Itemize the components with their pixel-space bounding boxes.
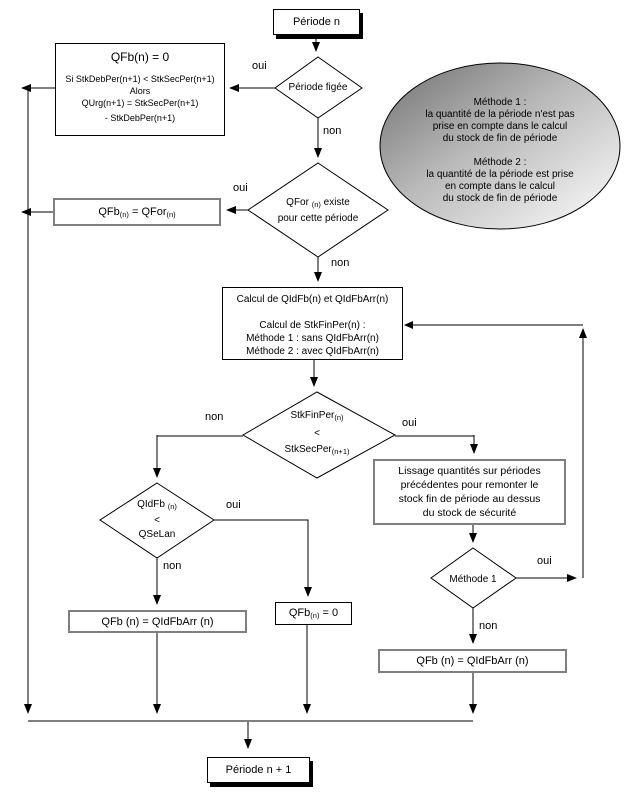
- qidfb-diamond-shape: [99, 482, 215, 559]
- edge-loop-arrowhead: [404, 321, 413, 329]
- label-figee-non: non: [323, 125, 342, 137]
- label-m1-oui: oui: [537, 555, 552, 567]
- right-qfb-box: QFb (n) = QIdFbArr (n): [378, 649, 567, 673]
- calc-line: Calcul de StkFinPer(n) :: [259, 320, 366, 331]
- period-n1-label: Période n + 1: [225, 764, 292, 776]
- lissage-line: stock fin de période au dessus: [398, 493, 541, 505]
- label-qidfb-oui: oui: [226, 499, 241, 511]
- calc-box: Calcul de QIdFb(n) et QIdFbArr(n) Calcul…: [222, 287, 403, 360]
- note-line: prise en compte dans le calcul: [432, 121, 568, 132]
- note-ellipse-shape: [379, 62, 621, 230]
- label-qfor-oui: oui: [233, 182, 248, 194]
- qfor-result-box: QFb(n) = QFor(n): [53, 198, 221, 226]
- qfb-zero-text: QFb(n) = 0: [288, 607, 339, 620]
- lissage-line: du stock de sécurité: [422, 507, 517, 519]
- note-line: en compte dans le calcul: [444, 181, 556, 192]
- note-line: Méthode 1 :: [473, 97, 527, 108]
- connectors: [21, 35, 587, 749]
- note-ellipse: Méthode 1 : la quantité de la période n'…: [385, 97, 615, 205]
- left-qfb-box: QFb (n) = QIdFbArr (n): [68, 610, 247, 633]
- lissage-line: Lissage quantités sur périodes: [398, 465, 541, 477]
- calc-line: Méthode 1 : sans QIdFbArr(n): [246, 333, 379, 344]
- label-qfor-non: non: [331, 257, 350, 269]
- lissage-box: Lissage quantités sur périodes précédent…: [373, 459, 566, 525]
- label-m1-non: non: [479, 620, 498, 632]
- edge-qidfb-oui-to-zero: [214, 519, 312, 597]
- qfor-result-text: QFb(n) = QFor(n): [98, 205, 176, 219]
- label-stk-non: non: [205, 411, 224, 423]
- qfb-urgence-line: QUrg(n+1) = StkSecPer(n+1): [81, 98, 199, 108]
- period-n1-node: Période n + 1: [207, 757, 310, 783]
- calc-line: Méthode 2 : avec QIdFbArr(n): [246, 346, 379, 357]
- note-line: [385, 145, 615, 157]
- qfb-urgence-box: QFb(n) = 0 Si StkDebPer(n+1) < StkSecPer…: [55, 43, 225, 136]
- period-n-node: Période n: [273, 9, 360, 35]
- note-line: du stock de fin de période: [442, 193, 558, 204]
- note-line: la quantité de la période est prise: [426, 169, 574, 180]
- label-qidfb-non: non: [163, 560, 182, 572]
- calc-line: Calcul de QIdFb(n) et QIdFbArr(n): [236, 294, 389, 305]
- period-n-label: Période n: [292, 16, 341, 28]
- note-line: la quantité de la période n'est pas: [425, 109, 575, 120]
- decision-shapes: [99, 56, 517, 609]
- note-line: du stock de fin de période: [442, 133, 558, 144]
- note-line: Méthode 2 :: [473, 157, 527, 168]
- qfb-urgence-title: QFb(n) = 0: [110, 50, 170, 64]
- methode1-diamond-shape: [430, 547, 517, 609]
- qfb-zero-box: QFb(n) = 0: [275, 602, 352, 625]
- right-qfb-label: QFb (n) = QIdFbArr (n): [416, 655, 529, 667]
- stkfinper-diamond-shape: [242, 391, 397, 479]
- left-qfb-label: QFb (n) = QIdFbArr (n): [101, 615, 214, 628]
- label-figee-oui: oui: [252, 60, 267, 72]
- qfor-diamond-shape: [247, 162, 389, 258]
- label-stk-oui: oui: [402, 417, 417, 429]
- lissage-line: précédentes pour remonter le: [400, 479, 539, 491]
- qfb-urgence-line: - StkDebPer(n+1): [104, 113, 176, 123]
- qfb-urgence-line: Si StkDebPer(n+1) < StkSecPer(n+1): [65, 74, 215, 84]
- period-figee-diamond-shape: [274, 56, 363, 119]
- qfb-urgence-line: Alors: [129, 86, 151, 96]
